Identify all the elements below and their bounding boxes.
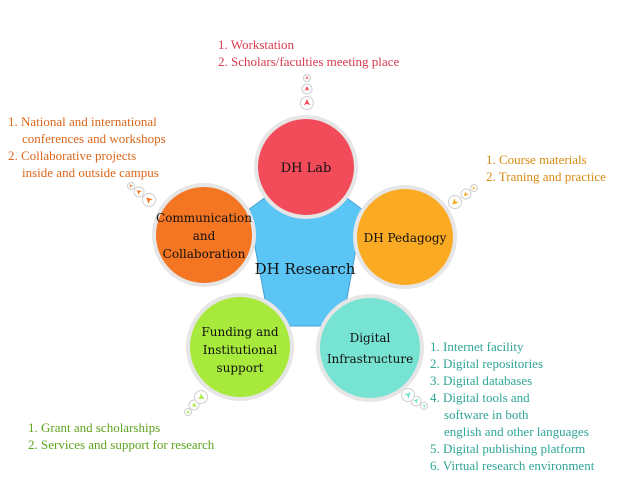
list-item: english and other languages xyxy=(444,424,589,439)
list-item: 1. Internet facility xyxy=(430,339,524,354)
node-dh-lab-label: DH Lab xyxy=(281,161,332,176)
node-comm-label-2: and xyxy=(193,229,216,243)
node-funding-label-3: support xyxy=(216,361,263,375)
infra-items: 1. Internet facility 2. Digital reposito… xyxy=(430,338,594,474)
comm-arrows-icon xyxy=(127,182,156,207)
node-infra-label-2: Infrastructure xyxy=(327,352,413,366)
list-item: 1. Workstation xyxy=(218,37,294,52)
node-dh-lab: DH Lab xyxy=(254,115,358,219)
arrow-head-icon xyxy=(129,184,134,189)
list-item: 3. Digital databases xyxy=(430,373,533,388)
list-item: 2. Scholars/faculties meeting place xyxy=(218,54,400,69)
arrow-head-icon xyxy=(197,393,205,399)
node-funding-label-2: Institutional xyxy=(203,343,278,357)
arrow-head-icon xyxy=(191,402,197,407)
node-dh-pedagogy-label: DH Pedagogy xyxy=(364,231,447,245)
list-item: conferences and workshops xyxy=(22,131,166,146)
arrow-head-icon xyxy=(421,404,426,409)
list-item: 2. Services and support for research xyxy=(28,437,215,452)
node-comm-label-1: Communication xyxy=(156,211,252,225)
arrow-head-icon xyxy=(305,75,309,80)
list-item: 1. Grant and scholarships xyxy=(28,420,161,435)
pedagogy-items: 1. Course materials 2. Traning and pract… xyxy=(486,151,606,185)
list-item: 5. Digital publishing platform xyxy=(430,441,586,456)
funding-items: 1. Grant and scholarships 2. Services an… xyxy=(28,419,214,453)
arrow-head-icon xyxy=(404,392,411,399)
infra-arrows-icon xyxy=(401,388,428,410)
arrow-head-icon xyxy=(303,99,311,106)
lab-items: 1. Workstation 2. Scholars/faculties mee… xyxy=(218,36,399,70)
list-item: 2. Digital repositories xyxy=(430,356,544,371)
lab-arrows-icon xyxy=(300,74,314,110)
list-item: 2. Collaborative projects xyxy=(8,148,137,163)
arrow-head-icon xyxy=(146,197,153,204)
list-item: software in both xyxy=(444,407,529,422)
comm-items: 1. National and international conference… xyxy=(8,113,166,181)
node-comm-label-3: Collaboration xyxy=(163,247,246,261)
list-item: 6. Virtual research environment xyxy=(430,458,595,473)
funding-arrows-icon xyxy=(184,390,208,416)
pedagogy-arrows-icon xyxy=(448,184,478,209)
arrow-head-icon xyxy=(136,189,142,195)
node-digital-infrastructure: Digital Infrastructure xyxy=(316,294,424,402)
node-infra-label-1: Digital xyxy=(350,331,391,345)
node-funding-label-1: Funding and xyxy=(201,325,278,339)
list-item: inside and outside campus xyxy=(22,165,159,180)
arrow-head-icon xyxy=(304,86,310,91)
list-item: 4. Digital tools and xyxy=(430,390,530,405)
list-item: 2. Traning and practice xyxy=(486,169,606,184)
node-dh-pedagogy: DH Pedagogy xyxy=(353,185,457,289)
arrow-head-icon xyxy=(186,409,190,414)
node-communication: Communication and Collaboration xyxy=(152,183,256,287)
node-funding: Funding and Institutional support xyxy=(186,293,294,401)
center-label: DH Research xyxy=(255,260,356,278)
arrow-head-icon xyxy=(452,198,459,205)
list-item: 1. Course materials xyxy=(486,152,587,167)
list-item: 1. National and international xyxy=(8,114,157,129)
